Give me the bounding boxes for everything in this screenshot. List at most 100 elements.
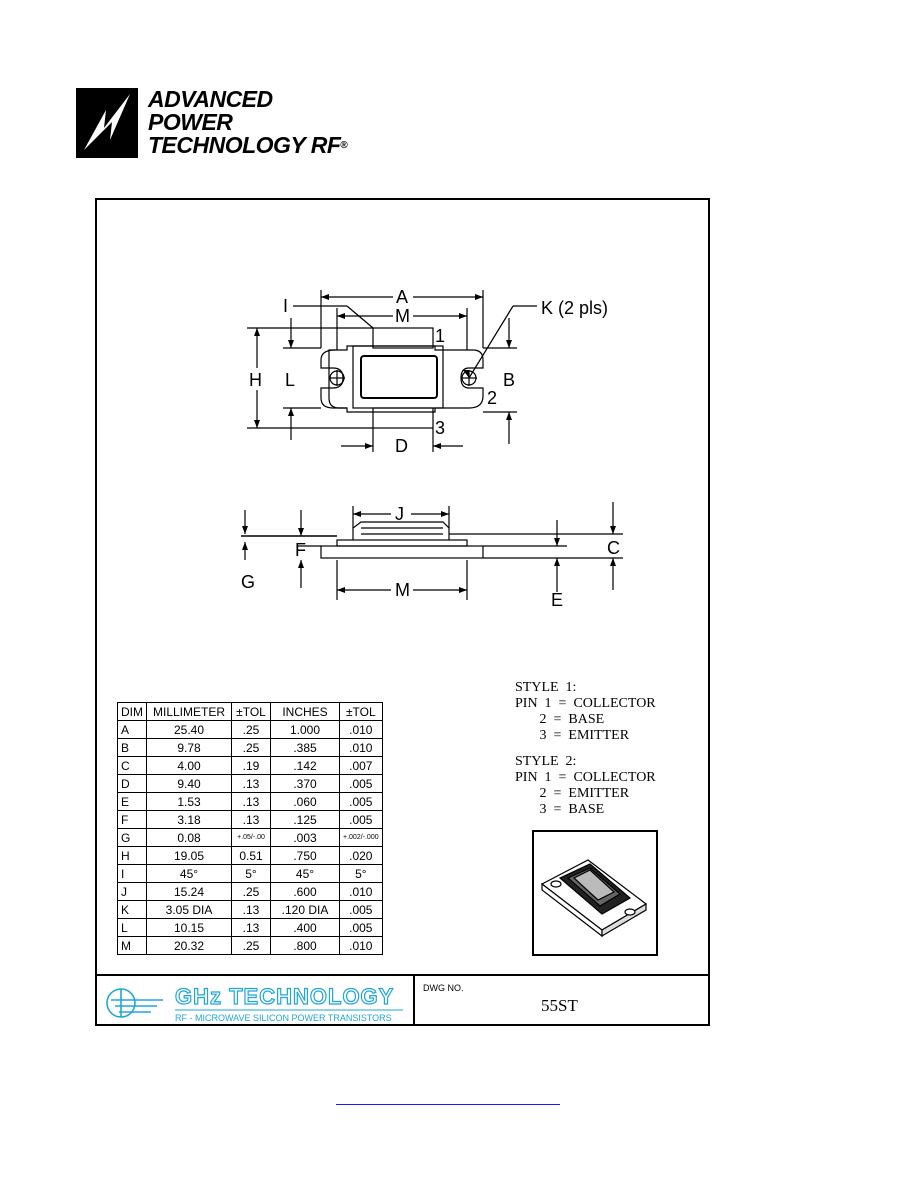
table-cell: .005 <box>339 792 383 811</box>
style-1-title: STYLE 1: <box>515 680 577 695</box>
col-header-inches: INCHES <box>270 702 340 721</box>
table-cell: 4.00 <box>146 756 232 775</box>
table-cell: .13 <box>231 900 271 919</box>
ghz-tagline: RF - MICROWAVE SILICON POWER TRANSISTORS <box>175 1013 392 1023</box>
dim-label-m-top: M <box>395 306 410 326</box>
drawing-number: 55ST <box>541 996 578 1015</box>
table-cell: .19 <box>231 756 271 775</box>
style-2-pin-1: PIN 1 = COLLECTOR <box>515 770 656 785</box>
table-cell: .400 <box>270 918 340 937</box>
col-header-dim: DIM <box>117 702 147 721</box>
logo-line-1: ADVANCED <box>148 86 273 112</box>
table-cell: .800 <box>270 936 340 955</box>
table-cell: 45° <box>270 864 340 883</box>
table-cell: 25.40 <box>146 720 232 739</box>
table-cell: G <box>117 828 147 847</box>
table-cell: .25 <box>231 882 271 901</box>
table-cell: H <box>117 846 147 865</box>
col-header-tol-in: ±TOL <box>339 702 383 721</box>
dim-label-h: H <box>249 370 262 390</box>
table-cell: .370 <box>270 774 340 793</box>
table-cell: .125 <box>270 810 340 829</box>
ghz-technology-logo: GHz TECHNOLOGY RF - MICROWAVE SILICON PO… <box>106 983 403 1023</box>
lightning-logo-icon <box>76 88 138 158</box>
package-illustration <box>532 830 658 956</box>
company-logo: ADVANCED POWER TECHNOLOGY RF® <box>76 88 376 160</box>
table-cell: F <box>117 810 147 829</box>
table-cell: .25 <box>231 936 271 955</box>
table-cell: .25 <box>231 738 271 757</box>
table-cell: 3.18 <box>146 810 232 829</box>
table-cell: .060 <box>270 792 340 811</box>
dim-label-l: L <box>285 370 295 390</box>
table-cell: D <box>117 774 147 793</box>
col-header-millimeter: MILLIMETER <box>146 702 232 721</box>
pin-label-2: 2 <box>487 388 497 408</box>
dwg-no-label: DWG NO. <box>423 983 464 993</box>
table-cell: .005 <box>339 810 383 829</box>
table-cell: .007 <box>339 756 383 775</box>
style-2-pin-2: 2 = EMITTER <box>515 786 630 801</box>
dim-label-b: B <box>503 370 515 390</box>
dim-label-e: E <box>551 590 563 610</box>
style-1-pin-1: PIN 1 = COLLECTOR <box>515 696 656 711</box>
drawing-frame: A M I K (2 pls) 1 H L B 2 3 D J F C G M … <box>95 198 710 1026</box>
table-cell: 15.24 <box>146 882 232 901</box>
table-cell: 10.15 <box>146 918 232 937</box>
table-cell: .010 <box>339 720 383 739</box>
table-cell: .25 <box>231 720 271 739</box>
table-cell: .13 <box>231 810 271 829</box>
table-cell: 19.05 <box>146 846 232 865</box>
table-cell: 5° <box>339 864 383 883</box>
ghz-company-name: GHz TECHNOLOGY <box>175 984 394 1009</box>
table-cell: 1.000 <box>270 720 340 739</box>
table-cell: .010 <box>339 882 383 901</box>
table-cell: .010 <box>339 936 383 955</box>
table-cell: .020 <box>339 846 383 865</box>
table-cell: 3.05 DIA <box>146 900 232 919</box>
table-cell: 9.40 <box>146 774 232 793</box>
dim-label-c: C <box>607 538 620 558</box>
table-cell: 5° <box>231 864 271 883</box>
style-2-title: STYLE 2: <box>515 754 577 769</box>
table-cell: .120 DIA <box>270 900 340 919</box>
table-cell: J <box>117 882 147 901</box>
table-cell: 0.51 <box>231 846 271 865</box>
style-2-pin-3: 3 = BASE <box>515 802 605 817</box>
table-cell: .13 <box>231 774 271 793</box>
style-1-pin-2: 2 = BASE <box>515 712 605 727</box>
dim-label-f: F <box>295 540 306 560</box>
table-cell: .003 <box>270 828 340 847</box>
table-cell: .385 <box>270 738 340 757</box>
title-block: GHz TECHNOLOGY RF - MICROWAVE SILICON PO… <box>97 974 708 1026</box>
table-cell: 45° <box>146 864 232 883</box>
table-cell: E <box>117 792 147 811</box>
table-cell: 9.78 <box>146 738 232 757</box>
table-cell: I <box>117 864 147 883</box>
table-cell: .13 <box>231 792 271 811</box>
table-cell: +.05/-.00 <box>231 828 271 847</box>
hyperlink-underline[interactable] <box>336 1104 560 1105</box>
table-cell: .005 <box>339 900 383 919</box>
dim-label-k: K (2 pls) <box>541 298 608 318</box>
table-cell: .13 <box>231 918 271 937</box>
title-block-divider <box>413 976 415 1026</box>
table-cell: M <box>117 936 147 955</box>
logo-wordmark: ADVANCED POWER TECHNOLOGY RF® <box>148 86 348 157</box>
dim-label-d: D <box>395 436 408 456</box>
col-header-tol-mm: ±TOL <box>231 702 271 721</box>
table-header-row: DIM MILLIMETER ±TOL INCHES ±TOL <box>117 702 383 721</box>
table-cell: .010 <box>339 738 383 757</box>
registered-mark: ® <box>340 140 348 151</box>
pin-style-list: STYLE 1: PIN 1 = COLLECTOR 2 = BASE 3 = … <box>515 680 656 818</box>
